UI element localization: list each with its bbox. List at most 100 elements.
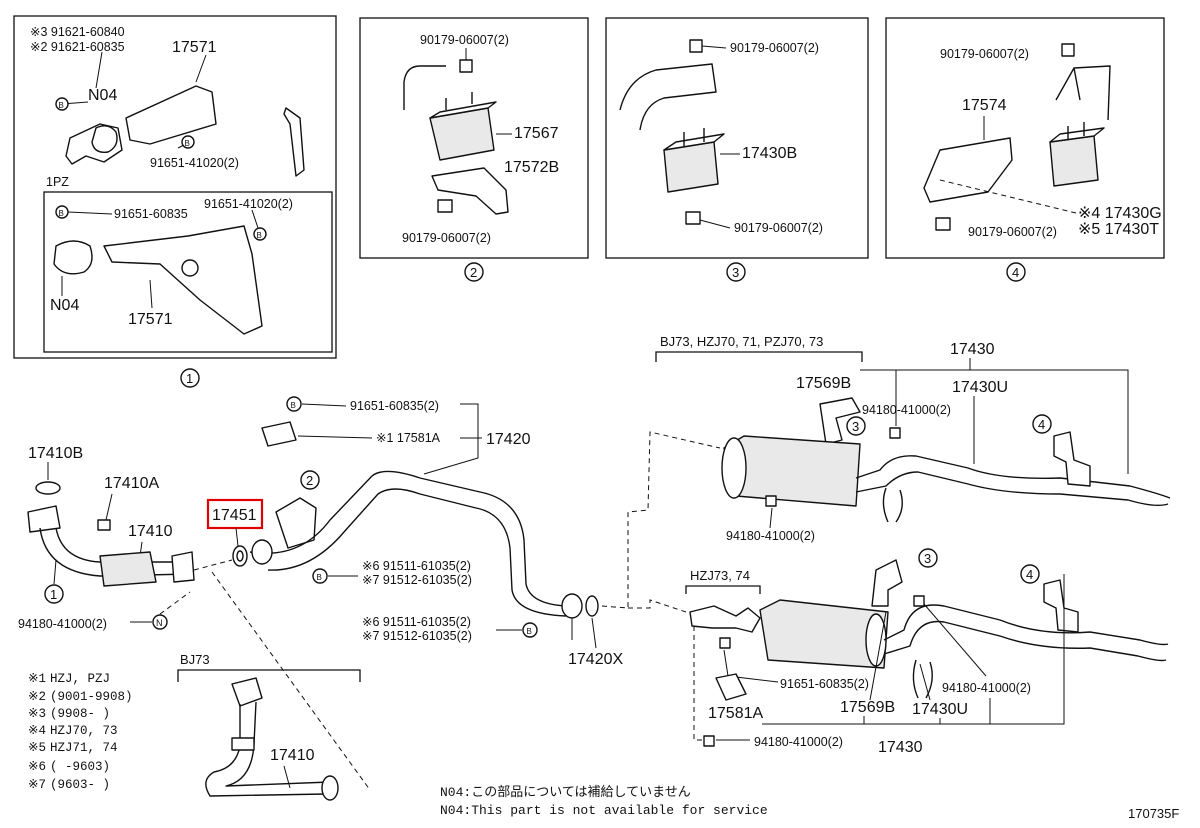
callout-1-number: 1 <box>50 587 57 602</box>
label-g6a: ※6 91511-61035(2) <box>362 559 471 573</box>
right-upper-assembly: BJ73, HZJ70, 71, PZJ70, 73 17430 17430U … <box>655 334 1171 543</box>
rubber-mount-icon <box>91 125 118 153</box>
label-nut-top: 90179-06007(2) <box>730 41 819 55</box>
label-g7a: ※7 91512-61035(2) <box>362 573 472 587</box>
label-bolt-lower: 91651-60835(2) <box>780 677 869 691</box>
callout-circle <box>1032 414 1052 434</box>
muffler-end-cap <box>865 613 887 667</box>
label-g7b: ※7 91512-61035(2) <box>362 629 472 643</box>
leaders-upper <box>860 358 1129 474</box>
main-assembly: 17410B 17410A 17410 1 94180-41000(2) N 1… <box>18 396 721 801</box>
label-p3: ※3 91621-60840 <box>30 25 125 39</box>
nut-icon <box>689 39 703 53</box>
bolt-symbol: B <box>317 573 322 582</box>
mount-top-face <box>663 133 725 151</box>
bolt-symbol: B <box>59 209 64 218</box>
bracket-on-pipe <box>275 497 317 549</box>
callout-2-number: 2 <box>306 473 313 488</box>
callout-circle <box>846 416 866 436</box>
leader <box>301 403 479 475</box>
mount-top-face <box>429 101 497 119</box>
nut-icon <box>765 495 777 507</box>
label-17410a: 17410A <box>104 475 159 492</box>
pipe-flange-rear <box>561 593 583 619</box>
catalyst-body <box>99 551 157 587</box>
nut-icon <box>935 217 951 231</box>
bolt-icon <box>719 637 731 649</box>
bolt-icon <box>55 97 69 111</box>
panel-3: 90179-06007(2) 17430B 90179-06007(2) 3 <box>605 17 869 282</box>
label-17572b: 17572B <box>504 159 559 176</box>
label-nut-top: 90179-06007(2) <box>420 33 509 47</box>
label-models-upper: BJ73, HZJ70, 71, PZJ70, 73 <box>660 334 823 349</box>
right-lower-assembly: HZJ73, 74 3 4 91651-60835(2) 17581A 1756… <box>685 548 1169 756</box>
models-bracket-upper <box>655 351 863 362</box>
panel-2: 90179-06007(2) 17567 17572B 90179-06007(… <box>359 17 589 282</box>
label-models-lower: HZJ73, 74 <box>690 568 750 583</box>
label-17567: 17567 <box>514 125 559 142</box>
label-17430-upper: 17430 <box>950 341 995 358</box>
gasket-17420x <box>585 595 599 617</box>
hanger-bracket-upper <box>1053 431 1091 487</box>
studs <box>1067 122 1085 140</box>
bolt-icon <box>55 205 69 219</box>
label-n04-top: N04 <box>88 87 117 104</box>
label-17430b: 17430B <box>742 145 797 162</box>
leader <box>297 435 482 439</box>
models-bracket-lower <box>685 585 761 594</box>
inlet-pipe-lower <box>689 605 761 633</box>
callout-circle <box>726 262 746 282</box>
label-17430u-upper: 17430U <box>952 379 1008 396</box>
mount-top-face <box>1049 127 1105 143</box>
bj73-bracket <box>177 669 361 682</box>
bracket-17571-bottom <box>103 225 263 335</box>
callout-3-lower: 3 <box>924 551 931 566</box>
panel-1-inner-frame <box>43 191 333 353</box>
nut-icon <box>437 199 453 213</box>
pipe-flange-front <box>251 539 273 565</box>
label-17569b-lower: 17569B <box>840 699 895 716</box>
nut-symbol: N <box>156 618 163 628</box>
label-nut-bottom: 90179-06007(2) <box>402 231 491 245</box>
bracket-17572b <box>431 167 509 215</box>
bracket-outline <box>619 63 717 131</box>
legend-row-2: ※2(9001-9908) <box>28 690 133 704</box>
panel-3-number: 3 <box>732 265 739 280</box>
label-nut-bottom: 90179-06007(2) <box>968 225 1057 239</box>
label-17430g: ※4 17430G <box>1078 205 1162 222</box>
callout-3-upper: 3 <box>852 419 859 434</box>
panel-1-frame <box>13 15 337 359</box>
note-jp: N04:この部品については補給していません <box>440 785 691 800</box>
label-nut-bottom: 90179-06007(2) <box>734 221 823 235</box>
nut-icon <box>459 59 473 73</box>
leader <box>769 507 773 529</box>
bolt-icon <box>312 568 328 584</box>
label-p2: ※2 91621-60835 <box>30 40 125 54</box>
leader <box>53 559 57 585</box>
panel-1: ※3 91621-60840 ※2 91621-60835 17571 N04 … <box>13 15 337 388</box>
leader <box>105 493 113 521</box>
nut-icon <box>152 614 168 630</box>
note-en: N04:This part is not available for servi… <box>440 803 768 818</box>
rubber-mount-icon <box>53 240 93 275</box>
label-bolt-41020-b: 91651-41020(2) <box>204 197 293 211</box>
callout-circle <box>1020 564 1040 584</box>
leaders-panel-1-inner <box>67 209 259 229</box>
bracket-17574 <box>923 137 1013 203</box>
dashed-guide-to-muffler <box>601 431 721 615</box>
leaders-panel-1-bottom <box>61 276 153 309</box>
arrow-shape <box>283 107 305 177</box>
callout-4-lower: 4 <box>1026 567 1033 582</box>
label-17430u-lower: 17430U <box>912 701 968 718</box>
label-g6b: ※6 91511-61035(2) <box>362 615 471 629</box>
hanger-bracket-lower <box>1043 579 1079 633</box>
bolt-icon <box>286 396 302 412</box>
leader <box>699 219 731 229</box>
panel-4-frame <box>885 17 1165 259</box>
label-17571-bottom: 17571 <box>128 311 173 328</box>
leaders-lower <box>762 574 1065 725</box>
leaders-panel-1-top <box>61 51 207 149</box>
rubber-hanger-lower <box>912 659 933 699</box>
